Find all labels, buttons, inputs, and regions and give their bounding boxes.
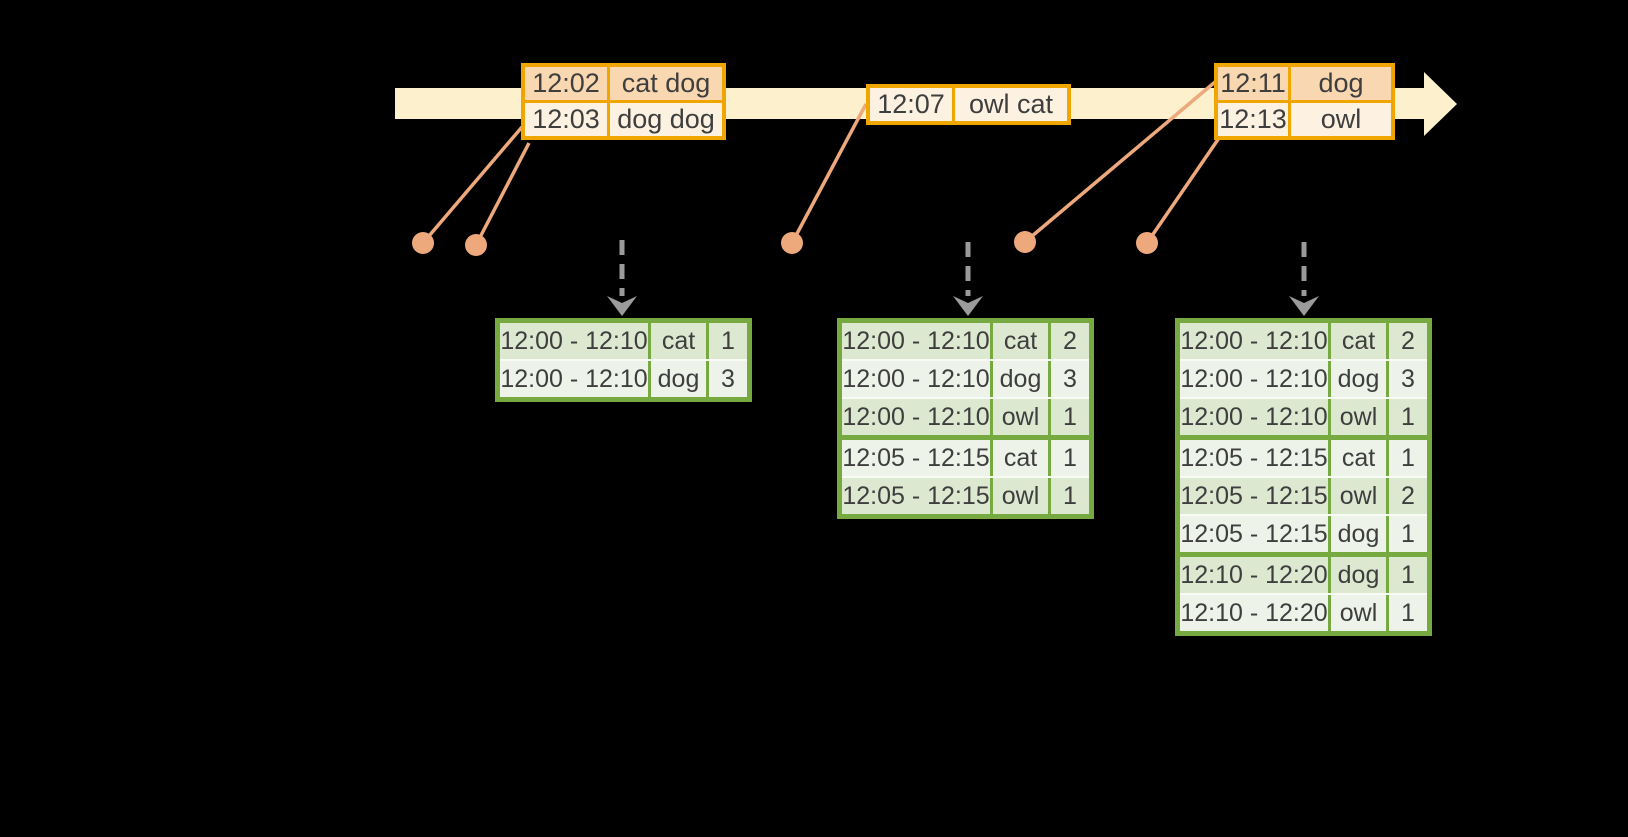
table-count-cell: 3 [1389,361,1427,397]
event-dot [1014,231,1036,253]
table-word-cell: dog [1331,557,1386,593]
table-window-cell: 12:00 - 12:10 [500,323,648,359]
table-word-cell: owl [1331,595,1386,631]
event-dot [465,234,487,256]
table-word-cell: owl [993,399,1048,435]
table-count-cell: 1 [1389,516,1427,552]
table-window-cell: 12:00 - 12:10 [842,361,990,397]
connector-line [1145,137,1221,244]
table-window-cell: 12:00 - 12:10 [1180,399,1328,435]
connector-line [790,103,868,244]
table-window-cell: 12:10 - 12:20 [1180,595,1328,631]
table-window-cell: 12:00 - 12:10 [500,361,648,397]
event-time-cell: 12:13 [1218,103,1288,136]
table-word-cell: dog [993,361,1048,397]
table-count-cell: 1 [1389,440,1427,476]
table-window-cell: 12:00 - 12:10 [842,399,990,435]
timeline-arrowhead-icon [1424,72,1457,136]
table-count-cell: 1 [1389,595,1427,631]
event-words-cell: dog [1291,67,1391,100]
table-word-cell: owl [1331,399,1386,435]
table-window-cell: 12:05 - 12:15 [842,440,990,476]
table-window-cell: 12:10 - 12:20 [1180,557,1328,593]
event-dot [1136,232,1158,254]
table-window-cell: 12:00 - 12:10 [842,323,990,359]
table-word-cell: dog [1331,516,1386,552]
table-word-cell: cat [651,323,706,359]
event-time-cell: 12:03 [525,103,607,136]
event-words-cell: dog dog [610,103,722,136]
table-window-cell: 12:00 - 12:10 [1180,361,1328,397]
table-count-cell: 1 [1389,399,1427,435]
event-words-cell: cat dog [610,67,722,100]
table-count-cell: 3 [1051,361,1089,397]
table-word-cell: dog [651,361,706,397]
table-word-cell: cat [993,323,1048,359]
connector-line [1023,80,1217,244]
table-word-cell: cat [1331,323,1386,359]
trigger-arrowhead-icon [953,296,983,316]
table-word-cell: cat [1331,440,1386,476]
table-window-cell: 12:00 - 12:10 [1180,323,1328,359]
trigger-arrowhead-icon [607,296,637,316]
table-word-cell: dog [1331,361,1386,397]
event-words-cell: owl [1291,103,1391,136]
table-count-cell: 1 [1051,478,1089,514]
table-count-cell: 1 [1389,557,1427,593]
event-time-cell: 12:07 [870,88,952,121]
event-words-cell: owl cat [955,88,1067,121]
table-word-cell: owl [993,478,1048,514]
table-count-cell: 1 [1051,440,1089,476]
table-window-cell: 12:05 - 12:15 [1180,516,1328,552]
trigger-arrowhead-icon [1289,296,1319,316]
table-window-cell: 12:05 - 12:15 [842,478,990,514]
table-count-cell: 1 [1051,399,1089,435]
table-count-cell: 2 [1389,323,1427,359]
table-count-cell: 2 [1051,323,1089,359]
table-window-cell: 12:05 - 12:15 [1180,478,1328,514]
table-count-cell: 1 [709,323,747,359]
table-word-cell: owl [1331,478,1386,514]
connector-line [474,142,531,246]
table-word-cell: cat [993,440,1048,476]
event-dot [781,232,803,254]
event-time-cell: 12:02 [525,67,607,100]
event-time-cell: 12:11 [1218,67,1288,100]
table-count-cell: 3 [709,361,747,397]
connector-line [421,125,524,245]
table-window-cell: 12:05 - 12:15 [1180,440,1328,476]
event-dot [412,232,434,254]
table-count-cell: 2 [1389,478,1427,514]
